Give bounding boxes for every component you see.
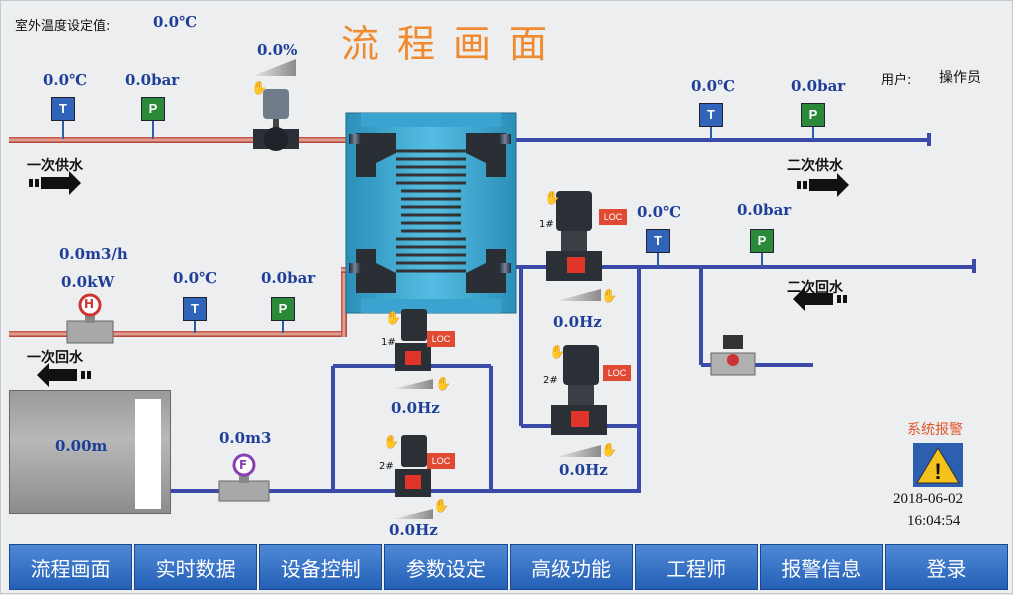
- primary-return-temp-sensor: T: [183, 297, 207, 321]
- solenoid-valve: [710, 335, 756, 376]
- flow-meter-icon: F: [239, 458, 248, 472]
- secondary-return-label: 二次回水: [787, 280, 843, 296]
- pump-number: 2#: [543, 375, 558, 386]
- warning-glyph: !: [934, 459, 941, 484]
- nav-engineer[interactable]: 工程师: [634, 544, 758, 590]
- flow-arrows: [29, 171, 849, 387]
- hand-icon[interactable]: ✋: [435, 377, 452, 392]
- primary-return-temp: 0.0℃: [173, 269, 218, 287]
- outdoor-temp-value[interactable]: 0.0℃: [153, 13, 198, 31]
- heat-meter: [66, 293, 114, 344]
- makeup-pump-2: [393, 435, 433, 519]
- primary-supply-temp: 0.0℃: [43, 71, 88, 89]
- alarm-button[interactable]: !: [913, 443, 963, 487]
- loc-badge[interactable]: LOC: [427, 331, 455, 347]
- tank-level: 0.00m: [55, 437, 108, 455]
- nav-login[interactable]: 登录: [884, 544, 1008, 590]
- primary-return-pressure-sensor: P: [271, 297, 295, 321]
- nav-realtime[interactable]: 实时数据: [134, 544, 258, 590]
- hand-icon[interactable]: ✋: [385, 311, 402, 326]
- secondary-supply-pressure: 0.0bar: [791, 77, 846, 95]
- bottom-nav: 流程画面 实时数据 设备控制 参数设定 高级功能 工程师 报警信息 登录: [9, 544, 1008, 590]
- primary-supply-pipe: [9, 137, 351, 143]
- valve-opening: 0.0%: [257, 41, 298, 59]
- primary-return-label: 一次回水: [27, 350, 83, 366]
- hand-icon[interactable]: ✋: [544, 191, 561, 206]
- makeup-pump-2-freq: 0.0Hz: [389, 521, 438, 539]
- secondary-supply-temp: 0.0℃: [691, 77, 736, 95]
- circulation-pump-2: [551, 345, 607, 457]
- makeup-pump-1-freq: 0.0Hz: [391, 399, 440, 417]
- nav-alarm-info[interactable]: 报警信息: [759, 544, 883, 590]
- primary-supply-label: 一次供水: [27, 158, 83, 174]
- hand-icon[interactable]: ✋: [251, 81, 268, 96]
- secondary-supply-temp-sensor: T: [699, 103, 723, 127]
- loc-badge[interactable]: LOC: [603, 365, 631, 381]
- secondary-pipes: [171, 133, 976, 493]
- nav-parameters[interactable]: 参数设定: [384, 544, 508, 590]
- hand-icon[interactable]: ✋: [383, 435, 400, 450]
- circulation-pump-2-freq: 0.0Hz: [559, 461, 608, 479]
- pump-number: 1#: [381, 337, 396, 348]
- makeup-pump-1: [393, 309, 433, 389]
- loc-badge[interactable]: LOC: [599, 209, 627, 225]
- secondary-supply-label: 二次供水: [787, 158, 843, 174]
- hand-icon[interactable]: ✋: [601, 289, 618, 304]
- circulation-pump-1: [546, 191, 602, 301]
- secondary-return-temp: 0.0℃: [637, 203, 682, 221]
- nav-advanced[interactable]: 高级功能: [509, 544, 633, 590]
- pump-number: 1#: [539, 219, 554, 230]
- control-valve: [253, 59, 299, 151]
- user-value: 操作员: [939, 70, 981, 86]
- secondary-return-temp-sensor: T: [646, 229, 670, 253]
- secondary-return-pressure-sensor: P: [750, 229, 774, 253]
- nav-device-control[interactable]: 设备控制: [259, 544, 383, 590]
- nav-process[interactable]: 流程画面: [9, 544, 133, 590]
- pump-number: 2#: [379, 461, 394, 472]
- outdoor-temp-label: 室外温度设定值:: [15, 19, 111, 34]
- hand-icon[interactable]: ✋: [601, 443, 618, 458]
- primary-supply-pressure-sensor: P: [141, 97, 165, 121]
- heat-exchanger: [345, 112, 517, 314]
- page-title: 流程画面: [341, 22, 566, 66]
- primary-return-flow: 0.0m3/h: [59, 245, 128, 263]
- primary-supply-temp-sensor: T: [51, 97, 75, 121]
- loc-badge[interactable]: LOC: [427, 453, 455, 469]
- makeup-flow-value: 0.0m3: [219, 429, 272, 447]
- user-label: 用户:: [881, 73, 912, 88]
- alarm-date: 2018-06-02: [893, 491, 963, 507]
- flow-meter: [218, 453, 270, 502]
- secondary-supply-pressure-sensor: P: [801, 103, 825, 127]
- primary-supply-pressure: 0.0bar: [125, 71, 180, 89]
- tank-level-bar: [135, 399, 161, 509]
- circulation-pump-1-freq: 0.0Hz: [553, 313, 602, 331]
- primary-return-power: 0.0kW: [61, 273, 115, 291]
- primary-return-pipe: [9, 331, 347, 337]
- heat-meter-icon: H: [84, 297, 95, 311]
- alarm-label: 系统报警: [907, 422, 963, 438]
- primary-return-pressure: 0.0bar: [261, 269, 316, 287]
- warning-icon: !: [916, 447, 960, 484]
- secondary-return-pressure: 0.0bar: [737, 201, 792, 219]
- hand-icon[interactable]: ✋: [433, 499, 450, 514]
- hand-icon[interactable]: ✋: [549, 345, 566, 360]
- alarm-time: 16:04:54: [907, 513, 961, 529]
